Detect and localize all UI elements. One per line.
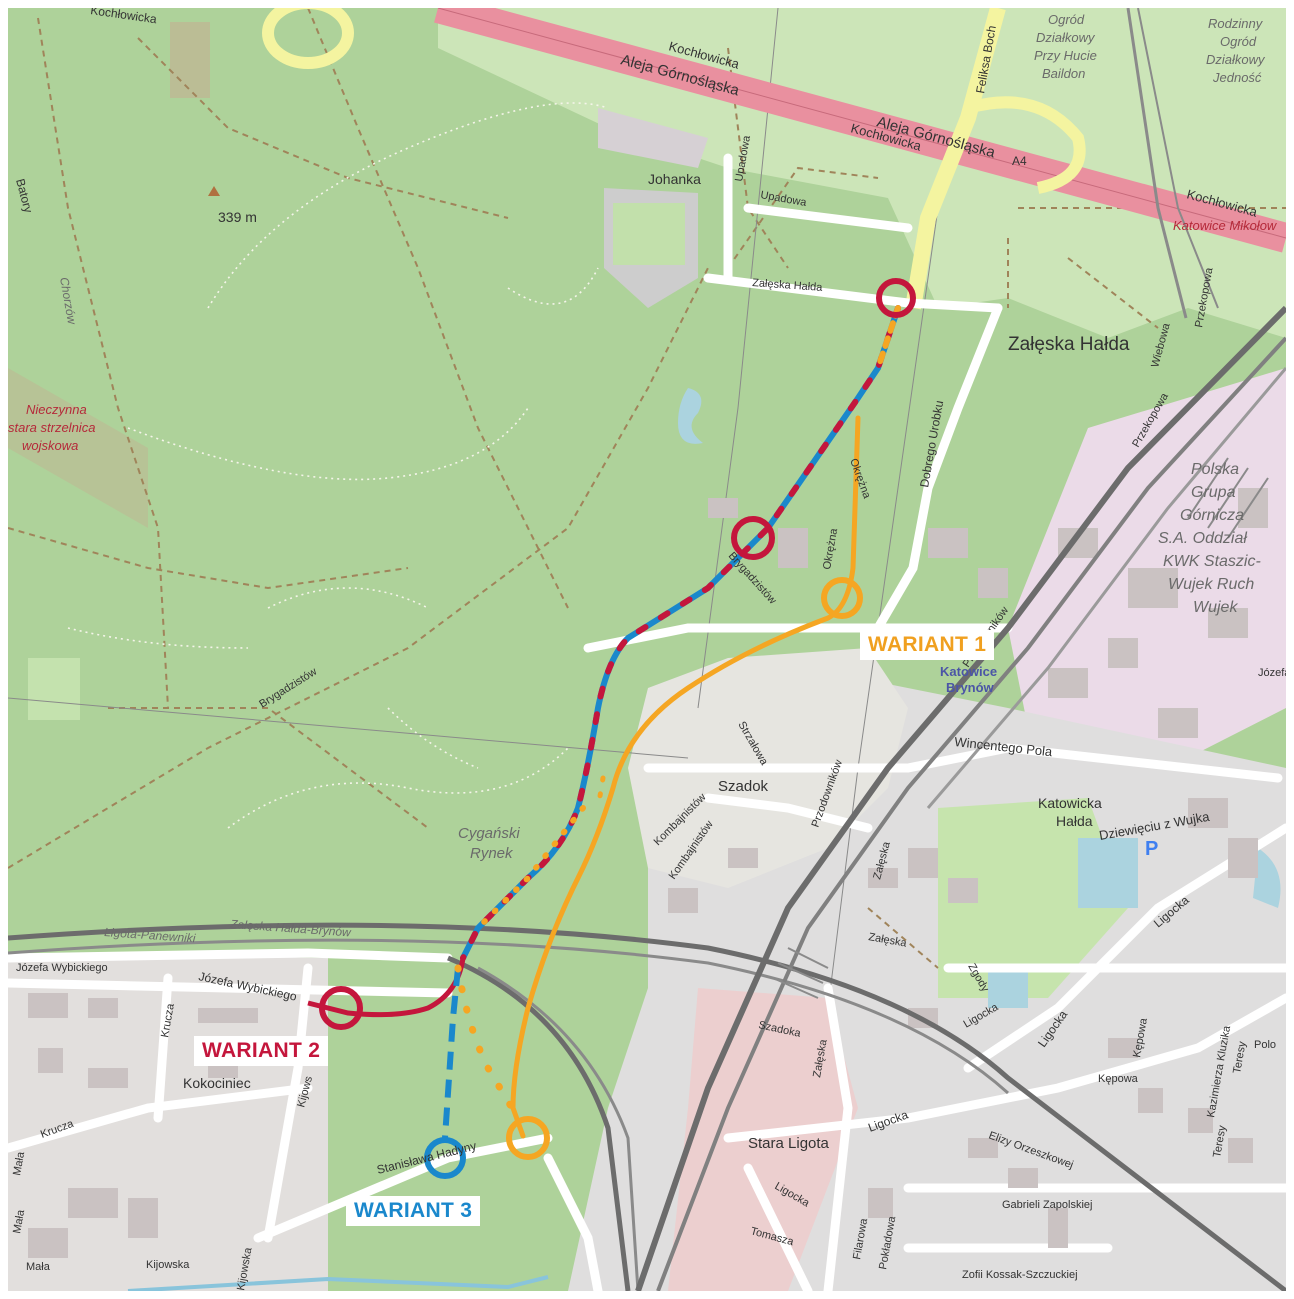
wariant-1-label: WARIANT 1 [860,630,995,660]
kokociniec-label: Kokociniec [183,1075,251,1091]
pgg-label-7: Wujek [1193,599,1238,616]
street-label-zaleska-halda: Załęska Hałda [752,277,824,294]
pgg-label-1: Polska [1191,461,1239,478]
route-wariant-3 [442,967,461,1139]
stop-circle-brygadzistow[interactable] [731,516,775,560]
szadok-label: Szadok [718,778,769,795]
buildings-top [598,108,708,168]
ogrod-label-1: Ogród [1048,12,1085,27]
nieczynna-label-1: Nieczynna [26,402,87,417]
pgg-label-5: KWK Staszic- [1163,553,1261,570]
ogrod-label-2: Działkowy [1036,30,1096,45]
pgg-label-4: S.A. Oddział [1158,530,1247,547]
cyganski-label-2: Rynek [470,845,514,862]
motorway-edge [437,8,1286,239]
ogrod-label-4: Baildon [1042,66,1085,81]
station-label-2: Brynów [946,680,995,695]
street-feliksa [905,8,1006,310]
footpaths [67,102,609,829]
shooting-range-area [8,368,148,528]
cyganski-label-1: Cygański [458,825,520,842]
water-right [1253,848,1281,908]
pond [678,388,703,444]
peak-label: 339 m [218,209,257,225]
johanka-field [613,203,685,265]
rodzinny-label-4: Jedność [1212,70,1262,85]
parking-icon: P [1145,838,1159,860]
street-label-kijowska-2: Kijowska [146,1259,190,1271]
johanka-label: Johanka [648,171,701,187]
allotments-area [438,8,1286,338]
street-network [8,153,1286,1291]
rodzinny-label-1: Rodzinny [1208,16,1264,31]
route-shared [460,305,901,961]
railways [8,8,1286,1291]
street-label-teresy-2: Teresy [1211,1124,1229,1158]
street-label-jozefa-right: Józefa [1258,667,1286,679]
rodzinny-label-3: Działkowy [1206,52,1266,67]
street-label-zofii: Zofii Kossak-Szczuckiej [962,1269,1078,1281]
street-label-gabrieli: Gabrieli Zapolskiej [1002,1199,1092,1211]
pgg-label-2: Grupa [1191,484,1236,501]
map-canvas[interactable]: 339 m Johanka Załęska Hałda Szadok Cygań… [8,8,1286,1291]
stream [127,1275,549,1291]
ogrod-label-3: Przy Hucie [1034,48,1097,63]
stop-circle-hadyny[interactable] [424,1137,466,1179]
street-label-a4: A4 [1012,154,1027,168]
pgg-label-6: Wujek Ruch [1168,576,1254,593]
nieczynna-label-2: stara strzelnica [8,420,95,435]
meadow-area [28,658,80,720]
interchange [262,8,1086,194]
wariant-2-label: WARIANT 2 [194,1036,329,1066]
street-label-wybickiego-2: Józefa Wybickiego [16,962,108,974]
katowicka-label-2: Hałda [1056,813,1093,829]
nieczynna-label-3: wojskowa [22,438,78,453]
route-wariant-1 [510,415,861,1139]
street-label-polo: Polo [1254,1039,1276,1051]
stara-ligota-label: Stara Ligota [748,1135,830,1152]
street-label-mala-1: Mała [11,1150,27,1176]
water-basin-2 [988,968,1028,1008]
katowicka-label-1: Katowicka [1038,795,1102,811]
zone-rect [170,22,210,98]
stop-circle-okrezna[interactable] [821,577,863,619]
route-wariant-1-dotted [454,964,522,1122]
wariant-3-label: WARIANT 3 [346,1196,481,1226]
stop-circle-wariant1-end[interactable] [506,1116,550,1160]
pgg-label-3: Górnicza [1180,507,1244,524]
peak-icon [208,186,220,196]
street-label-kepowa-2: Kępowa [1098,1073,1139,1085]
water-basin [1078,838,1138,908]
street-label-mala-2: Mała [11,1208,27,1234]
stop-circle-north[interactable] [876,278,916,318]
rail-yard [772,457,1269,999]
map[interactable]: 339 m Johanka Załęska Hałda Szadok Cygań… [8,8,1286,1291]
stop-circle-wybickiego[interactable] [319,986,363,1030]
zaleska-halda-label: Załęska Hałda [1008,334,1130,355]
street-label-mala-3: Mała [26,1261,51,1273]
station-label-1: Katowice [940,664,997,679]
rodzinny-label-2: Ogród [1220,34,1257,49]
railway-label-1: Ligota-Panewniki [104,925,196,945]
katowice-mik-label: Katowice Mikołow [1173,218,1278,233]
street-label-teresy-1: Teresy [1231,1040,1249,1074]
